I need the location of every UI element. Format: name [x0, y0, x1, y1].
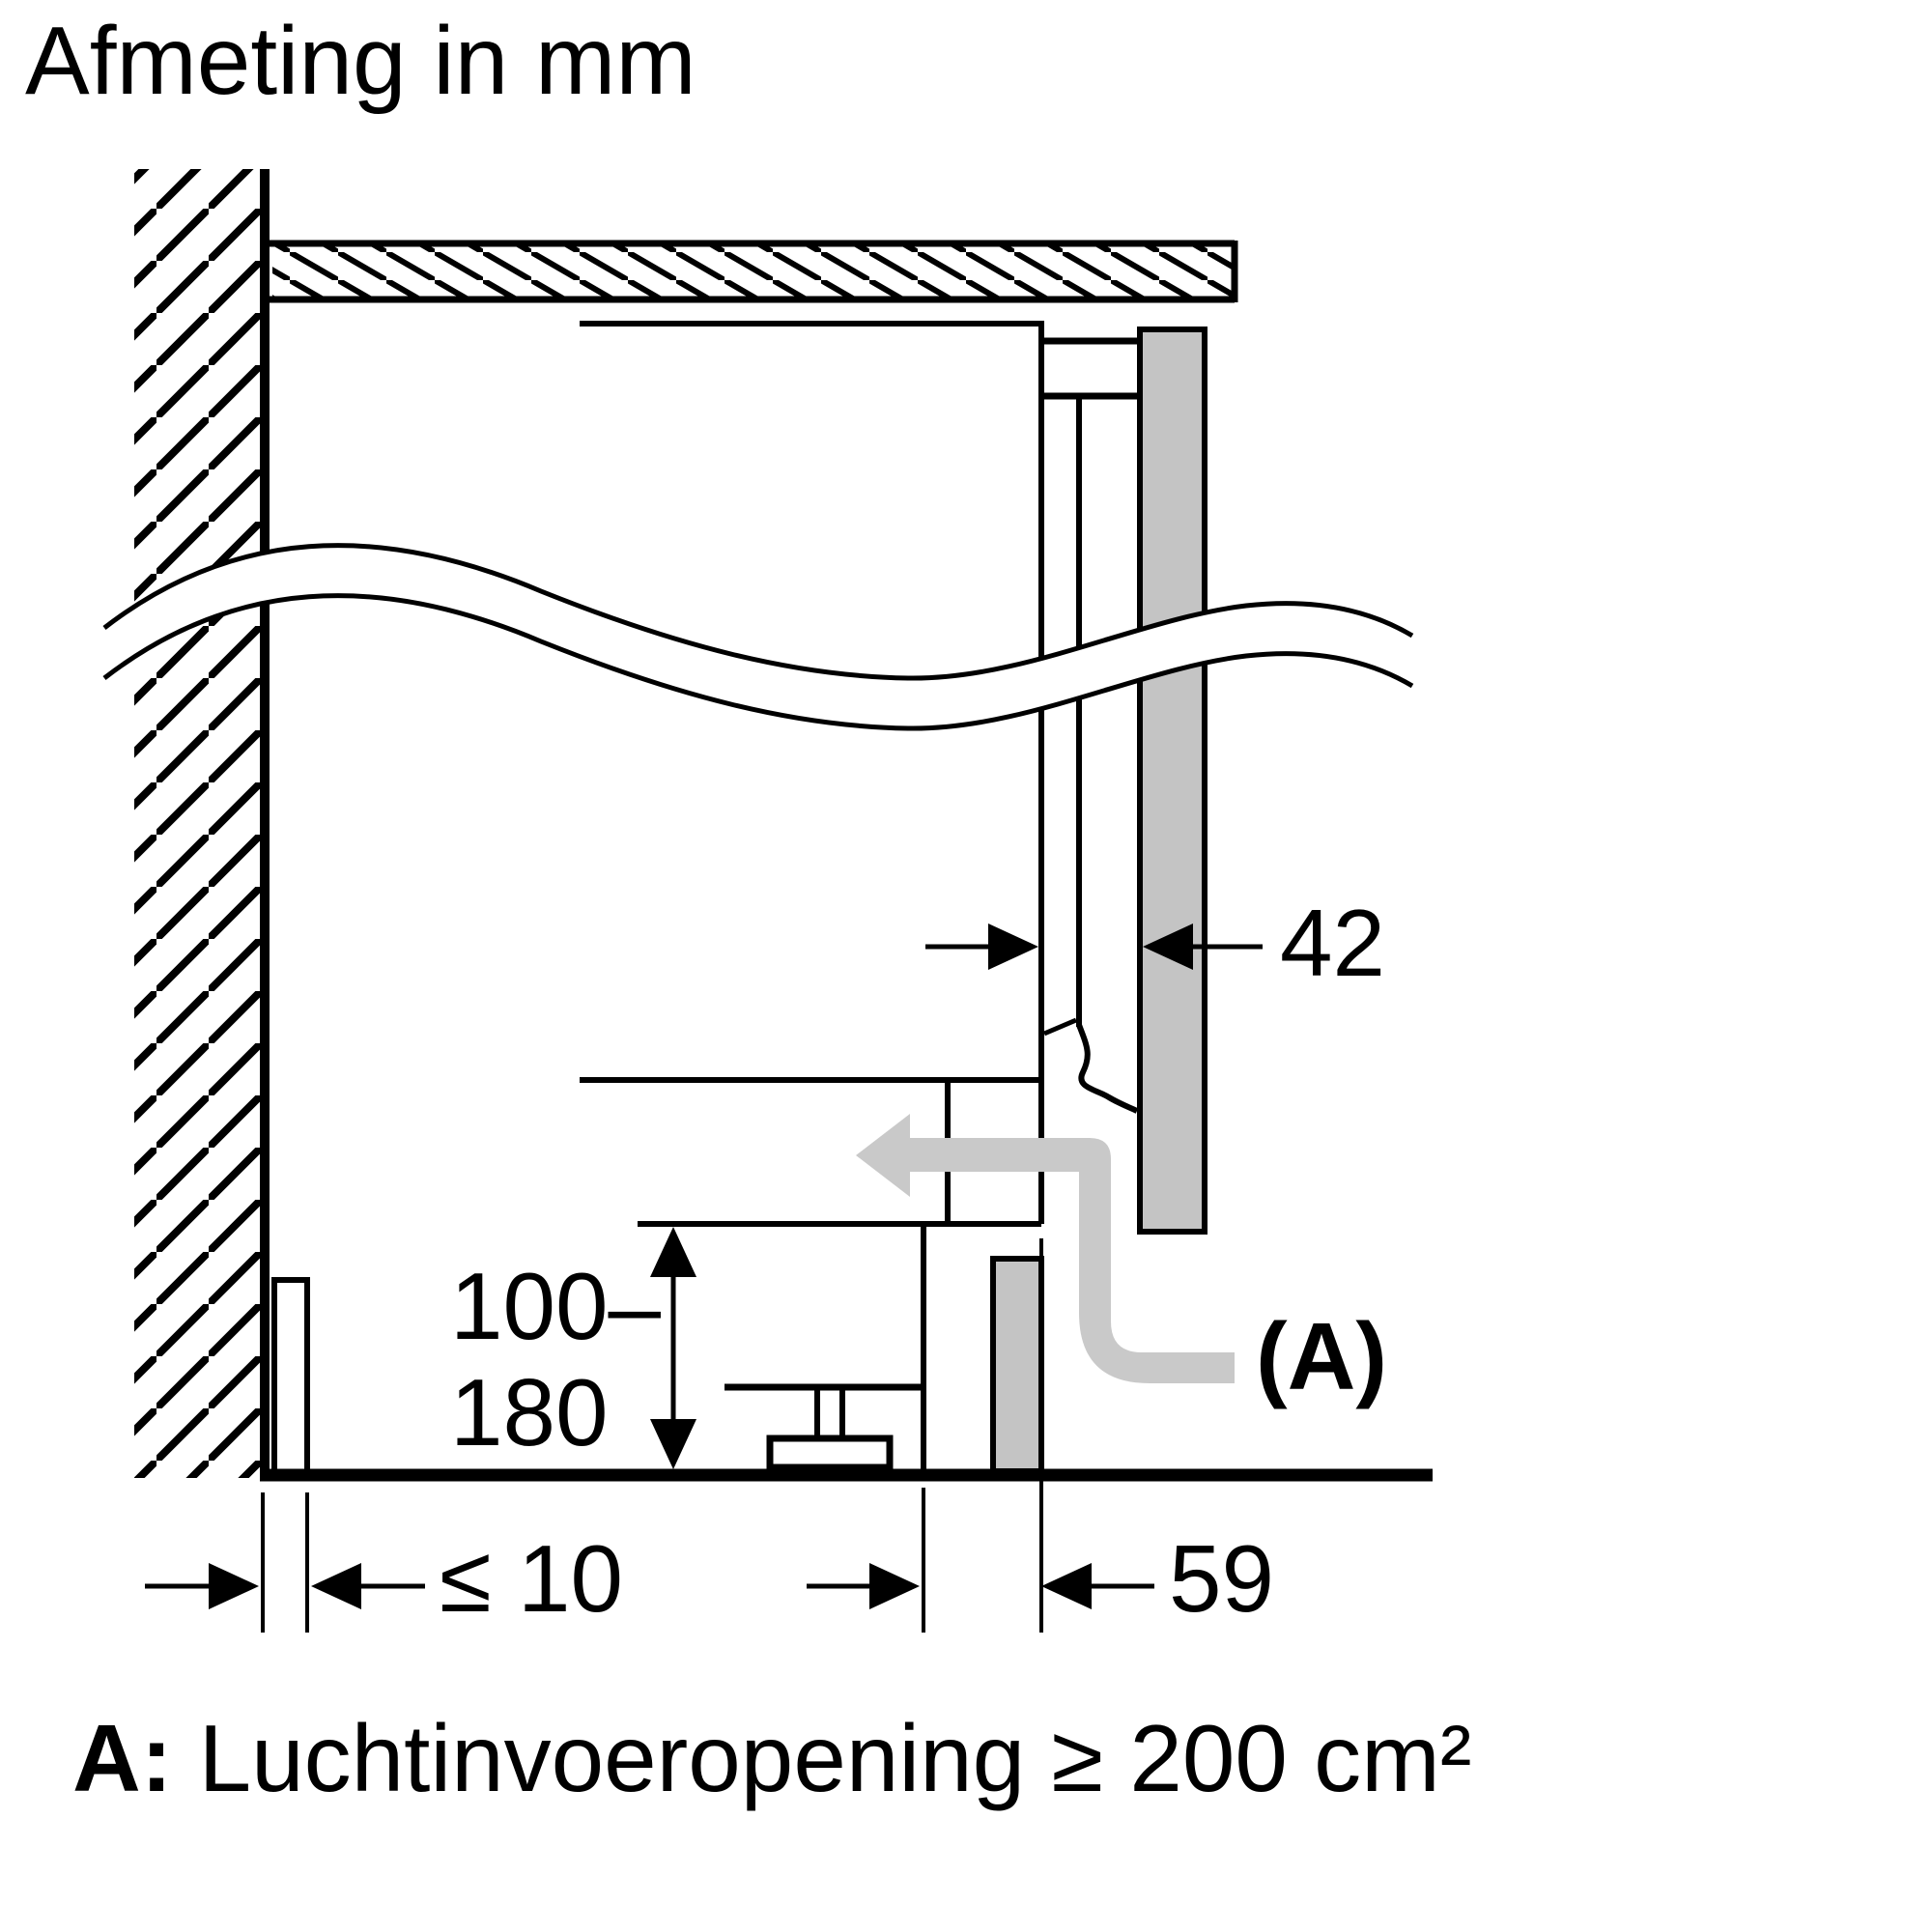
furniture-door-panel — [1137, 327, 1208, 1235]
break-line-lower — [102, 593, 1414, 731]
legend-caption-prefix: A: — [72, 1705, 173, 1811]
dim-label-plinth-height-1: 100– — [450, 1253, 662, 1359]
appliance-foot — [766, 1387, 894, 1471]
dim-door-thickness — [925, 923, 1263, 970]
legend-caption: A: Luchtinvoeropening ≥ 200 cm² — [72, 1711, 1471, 1805]
dim-label-door-thickness: 42 — [1280, 890, 1386, 996]
break-line-upper — [102, 543, 1414, 681]
dim-label-wall-gap: ≤ 10 — [440, 1525, 624, 1632]
extension-lines — [261, 1238, 1043, 1633]
dim-wall-gap — [145, 1563, 425, 1609]
airflow-arrow-icon — [856, 1114, 1235, 1383]
wall-section — [134, 169, 270, 1478]
break-band — [102, 543, 1414, 731]
door-break-squiggle — [1043, 1017, 1139, 1114]
dim-plinth-recess — [807, 1563, 1154, 1609]
plinth-panel — [990, 1256, 1044, 1474]
worktop-hatch — [272, 246, 1235, 297]
legend-caption-text: Luchtinvoeropening ≥ 200 cm² — [198, 1705, 1472, 1811]
dim-plinth-height — [650, 1227, 696, 1469]
dim-label-plinth-recess: 59 — [1169, 1525, 1275, 1632]
foot-base-plate — [766, 1435, 894, 1471]
cabinet-niche — [580, 321, 1143, 1478]
worktop-section — [270, 240, 1238, 303]
diagram-title: Afmeting in mm — [25, 7, 696, 115]
dim-label-plinth-height-2: 180 — [450, 1359, 609, 1465]
wall-upstand-block — [271, 1277, 310, 1476]
wall-hatch — [134, 169, 265, 1478]
air-inlet-label: (A) — [1256, 1303, 1388, 1409]
